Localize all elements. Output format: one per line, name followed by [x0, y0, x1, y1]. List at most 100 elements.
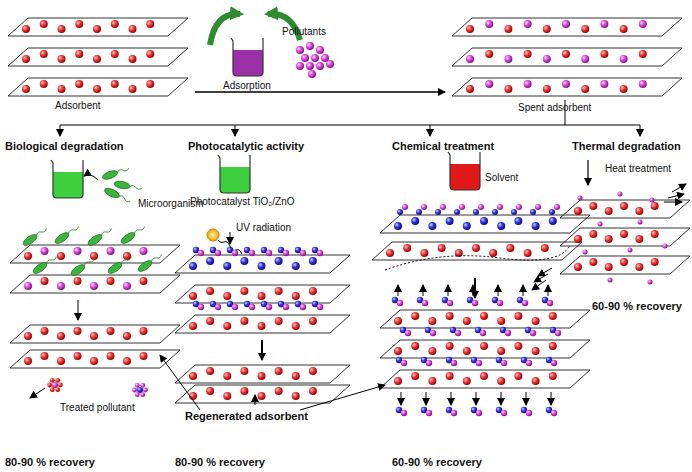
flagellum	[46, 255, 58, 264]
sphere	[223, 292, 231, 300]
microorganism	[69, 263, 86, 278]
sphere	[123, 357, 131, 365]
microorganism	[21, 233, 38, 248]
sphere	[514, 312, 522, 320]
arrow-line	[587, 160, 588, 185]
sphere	[240, 317, 248, 325]
sphere	[47, 383, 52, 388]
sphere	[562, 20, 570, 28]
arrow-line	[60, 125, 640, 126]
sphere	[394, 222, 402, 230]
sphere	[206, 367, 214, 375]
arrow-line	[426, 392, 427, 405]
sphere	[524, 249, 532, 257]
layer-sheet	[175, 365, 350, 383]
arrow-line	[255, 395, 256, 405]
sphere	[50, 387, 55, 392]
sphere	[562, 80, 570, 88]
sphere	[189, 322, 197, 330]
sphere	[421, 204, 427, 210]
flagellum	[101, 227, 113, 236]
sphere	[620, 25, 628, 33]
sphere	[514, 217, 522, 225]
sphere	[223, 262, 231, 270]
green-arrow	[210, 14, 240, 45]
sphere	[57, 332, 65, 340]
sphere	[581, 55, 589, 63]
annotation: Photocatalyst TiO₂/ZnO	[190, 196, 294, 208]
annotation: Heat treatment	[605, 163, 671, 175]
layer-sheet	[380, 215, 590, 233]
chain	[385, 245, 570, 270]
sphere	[489, 249, 497, 257]
layer-sheet	[175, 285, 350, 303]
arrow-line	[474, 278, 476, 298]
sphere	[446, 342, 454, 350]
sphere	[650, 198, 655, 203]
sphere	[472, 244, 480, 252]
arrow-line	[84, 175, 98, 180]
sphere	[123, 332, 131, 340]
sphere	[90, 282, 98, 290]
layer-sheet	[560, 200, 690, 218]
layer-sheet	[560, 256, 690, 274]
sphere	[497, 204, 503, 210]
sphere	[651, 258, 659, 266]
sphere	[317, 250, 323, 256]
sphere	[504, 85, 512, 93]
flagellum	[36, 227, 48, 236]
sphere	[137, 387, 143, 393]
beaker-liquid	[450, 164, 480, 190]
sphere	[24, 282, 32, 290]
sphere	[405, 330, 411, 336]
sphere	[505, 330, 511, 336]
sphere	[651, 230, 659, 238]
flagellum	[84, 257, 96, 266]
sphere	[403, 244, 411, 252]
arrow-line	[501, 392, 502, 405]
sphere	[446, 217, 454, 225]
sphere	[455, 330, 461, 336]
sphere	[240, 387, 248, 395]
sphere	[514, 372, 522, 380]
beaker-liquid	[233, 50, 263, 76]
arrow-line	[230, 232, 231, 244]
sphere	[543, 55, 551, 63]
sphere	[605, 263, 613, 271]
flagellum	[117, 167, 129, 174]
annotation: 60-90 % recovery	[392, 456, 482, 469]
sphere	[132, 388, 137, 393]
arrow-line	[78, 300, 79, 320]
sphere	[583, 250, 588, 255]
layer-sheet	[8, 18, 188, 36]
sphere	[430, 330, 436, 336]
sphere	[93, 25, 101, 33]
layer-sheet	[175, 385, 350, 403]
sphere	[189, 292, 197, 300]
sphere	[283, 304, 289, 310]
sphere	[292, 322, 300, 330]
sphere	[532, 347, 540, 355]
sphere	[620, 85, 628, 93]
sphere	[301, 54, 309, 62]
sphere	[275, 257, 283, 265]
sphere	[497, 347, 505, 355]
microorganism	[106, 261, 123, 276]
sphere	[129, 25, 137, 33]
sphere	[232, 304, 238, 310]
annotation: Spent adsorbent	[518, 102, 591, 114]
sphere	[589, 230, 597, 238]
sphere	[511, 209, 517, 215]
sphere	[296, 46, 304, 54]
sphere	[416, 209, 422, 215]
sphere	[526, 360, 532, 366]
sphere	[223, 372, 231, 380]
sphere	[547, 300, 553, 306]
sphere	[411, 217, 419, 225]
sphere	[292, 262, 300, 270]
sphere	[581, 25, 589, 33]
sphere	[258, 392, 266, 400]
layer-sheet	[380, 370, 590, 388]
sphere	[428, 377, 436, 385]
sphere	[420, 249, 428, 257]
